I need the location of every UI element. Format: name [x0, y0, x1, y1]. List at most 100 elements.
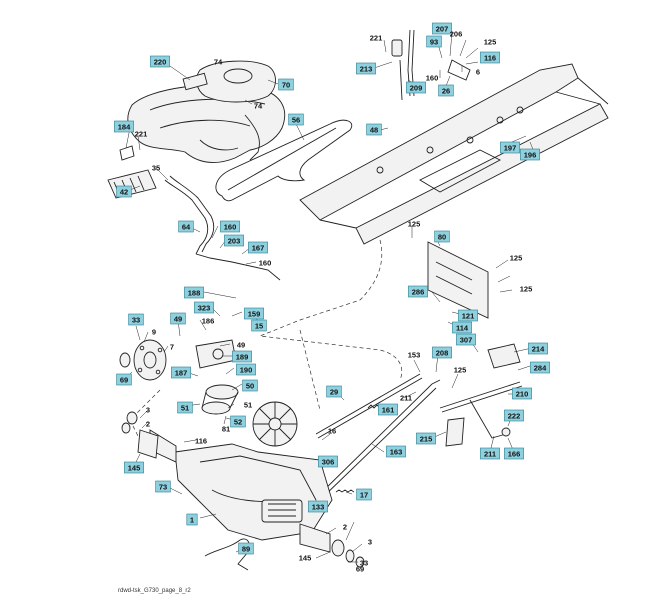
callout-3: 3 — [146, 406, 150, 415]
callout-text: 190 — [240, 366, 253, 375]
callout-text: 49 — [174, 315, 182, 324]
callout-text: 307 — [460, 336, 473, 345]
callout-189: 189 — [232, 350, 252, 363]
callout-text: 125 — [454, 366, 467, 375]
callout-box — [150, 55, 170, 68]
callout-box — [356, 62, 376, 75]
callout-16: 16 — [328, 427, 336, 436]
rod-163 — [317, 379, 441, 497]
callout-box — [194, 301, 214, 314]
callout-220: 220 — [150, 55, 170, 68]
callout-text: 186 — [202, 317, 215, 326]
callout-text: 215 — [420, 435, 433, 444]
callout-69: 69 — [356, 565, 364, 574]
callout-text: 125 — [484, 38, 497, 47]
brake-pedal-215 — [445, 417, 465, 447]
callout-text: 2 — [146, 420, 150, 429]
callout-text: 69 — [120, 376, 128, 385]
callout-307: 307 — [456, 333, 476, 346]
callout-box — [408, 285, 428, 298]
callout-text: 81 — [222, 425, 230, 434]
pedal-214 — [487, 343, 521, 369]
callout-box — [238, 542, 254, 555]
callout-323: 323 — [194, 301, 214, 314]
callout-box — [248, 241, 268, 254]
callout-74: 74 — [214, 58, 223, 67]
callout-text: 213 — [360, 65, 373, 74]
callout-222: 222 — [504, 409, 524, 422]
callout-69: 69 — [116, 373, 132, 386]
callout-text: 166 — [508, 450, 521, 459]
steering-shaft — [164, 179, 209, 255]
callout-50: 50 — [242, 379, 258, 392]
callout-125: 125 — [484, 38, 497, 47]
callout-text: 284 — [534, 364, 547, 373]
callout-213: 213 — [356, 62, 376, 75]
fuel-tank-cover — [182, 60, 276, 103]
callout-box — [416, 432, 436, 445]
callout-159: 159 — [244, 307, 264, 320]
callout-text: 74 — [214, 58, 223, 67]
callout-box — [480, 51, 500, 64]
callout-box — [432, 346, 452, 359]
washer-222 — [501, 427, 511, 437]
callout-text: 153 — [408, 351, 421, 360]
callout-text: 206 — [450, 30, 463, 39]
callout-text: 74 — [254, 102, 263, 111]
callout-text: 29 — [330, 388, 338, 397]
callout-text: 42 — [120, 188, 128, 197]
callout-text: 2 — [343, 523, 347, 532]
callout-116: 116 — [195, 437, 207, 446]
steering-wheel-grip — [107, 169, 157, 199]
callout-306: 306 — [318, 455, 338, 468]
transaxle-1 — [149, 429, 365, 568]
callout-box — [452, 321, 472, 334]
callout-text: 214 — [532, 345, 545, 354]
callout-166: 166 — [504, 447, 524, 460]
callout-80: 80 — [434, 230, 450, 243]
bracket-plate-80 — [427, 241, 489, 319]
callout-text: 160 — [426, 74, 439, 83]
callout-73: 73 — [155, 480, 171, 493]
callout-160: 160 — [426, 74, 439, 83]
callout-187: 187 — [171, 366, 191, 379]
callout-text: 17 — [360, 491, 368, 500]
callout-box — [318, 455, 338, 468]
callout-89: 89 — [238, 542, 254, 555]
drive-pulley-50 — [201, 384, 239, 415]
callout-text: 160 — [259, 259, 272, 268]
callout-box — [288, 113, 304, 126]
callout-box — [220, 220, 240, 233]
callout-text: 116 — [484, 54, 496, 63]
callout-160: 160 — [220, 220, 240, 233]
axle-spacer-145 — [121, 411, 159, 459]
callout-box — [406, 81, 426, 94]
callout-116: 116 — [480, 51, 500, 64]
callout-9: 9 — [152, 328, 156, 337]
callout-text: 211 — [484, 450, 496, 459]
lever-knob — [391, 39, 403, 57]
callout-box — [155, 480, 171, 493]
callout-text: 145 — [128, 464, 141, 473]
rod-29 — [315, 373, 421, 435]
wheel-hub-7 — [119, 339, 167, 381]
callout-7: 7 — [170, 343, 174, 352]
callout-text: 211 — [400, 394, 412, 403]
spring-17 — [335, 489, 355, 493]
callout-text: 221 — [135, 130, 148, 139]
callout-286: 286 — [408, 285, 428, 298]
callout-125: 125 — [454, 366, 467, 375]
steering-arm — [195, 253, 281, 281]
callout-48: 48 — [366, 123, 382, 136]
callout-text: 133 — [312, 503, 325, 512]
callout-15: 15 — [251, 319, 267, 332]
callout-210: 210 — [512, 387, 532, 400]
pedal-shaft-210 — [439, 381, 523, 413]
callout-text: 161 — [382, 406, 395, 415]
callout-box — [432, 22, 452, 35]
callout-161: 161 — [378, 403, 398, 416]
callout-box — [170, 312, 186, 325]
